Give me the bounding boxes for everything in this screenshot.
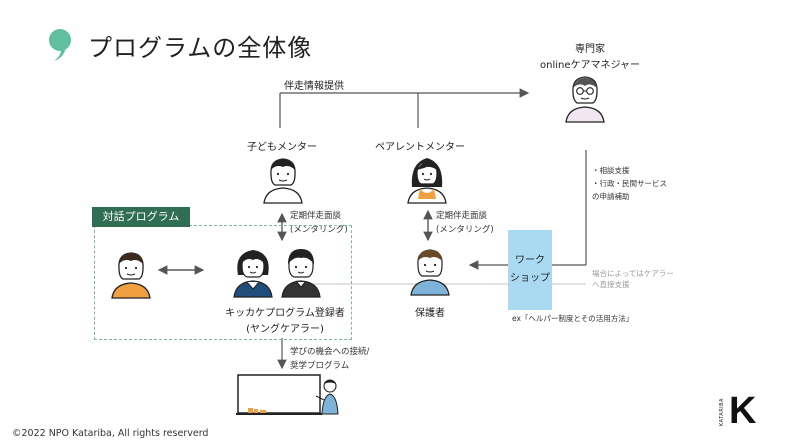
dialog-program-tab: 対話プログラム (92, 207, 190, 227)
parent-mentor-label: ペアレントメンター (375, 142, 465, 153)
title-quote-icon (46, 28, 76, 66)
logo-text: KATARIBA (719, 398, 725, 427)
support-note-line: の申請補助 (592, 192, 630, 201)
classroom-blackboard-icon (234, 372, 344, 422)
guardian-person-icon (405, 245, 455, 301)
dialog-program-box (94, 225, 352, 340)
registrant-boy-icon (276, 245, 326, 303)
interview-sublabel: (メンタリング) (436, 225, 494, 235)
parent-mentor-person-icon (402, 153, 452, 209)
direct-support-line: 場合によってはケアラー (592, 269, 674, 278)
workshop-sublabel: ショップ (510, 273, 550, 284)
learning-line: 学びの機会への接続/ (290, 347, 370, 357)
interview-label: 定期伴走面談 (436, 211, 488, 221)
registrant-sublabel: (ヤングケアラー) (246, 324, 324, 335)
regular-interview-left: 定期伴走面談 (メンタリング) (290, 209, 348, 237)
guardian-label: 保護者 (415, 308, 445, 319)
interview-label: 定期伴走面談 (290, 211, 342, 221)
dialog-person-icon (106, 248, 156, 304)
logo-letter: K (729, 390, 757, 432)
registrant-label: キッカケプログラム登録者 (225, 308, 345, 319)
expert-label: 専門家 (575, 44, 605, 55)
ex-note: ex「ヘルパー制度とその活用方法」 (512, 314, 634, 323)
katariba-logo: KATARIBA K (715, 390, 765, 434)
interview-sublabel: (メンタリング) (290, 225, 348, 235)
child-mentor-person-icon (258, 155, 308, 209)
support-notes: ・相談支援 ・行政・民間サービス の申請補助 (592, 164, 667, 203)
support-note-line: ・行政・民間サービス (592, 179, 667, 188)
direct-support-note: 場合によってはケアラー へ直接支援 (592, 268, 674, 290)
learning-line: 奨学プログラム (290, 361, 350, 371)
child-mentor-label: 子どもメンター (247, 142, 317, 153)
workshop-label: ワーク (515, 255, 545, 266)
expert-person-icon (560, 72, 610, 128)
accompany-info-label: 伴走情報提供 (284, 81, 344, 92)
regular-interview-right: 定期伴走面談 (メンタリング) (436, 209, 494, 237)
page-title: プログラムの全体像 (88, 34, 313, 62)
learning-label: 学びの機会への接続/ 奨学プログラム (290, 345, 369, 373)
expert-sublabel: onlineケアマネジャー (539, 60, 640, 71)
direct-support-line: へ直接支援 (592, 280, 630, 289)
registrant-girl-icon (228, 245, 278, 303)
workshop-box: ワーク ショップ (508, 230, 552, 310)
copyright-footer: ©2022 NPO Katariba, All rights reserverd (12, 428, 209, 439)
support-note-line: ・相談支援 (592, 166, 630, 175)
